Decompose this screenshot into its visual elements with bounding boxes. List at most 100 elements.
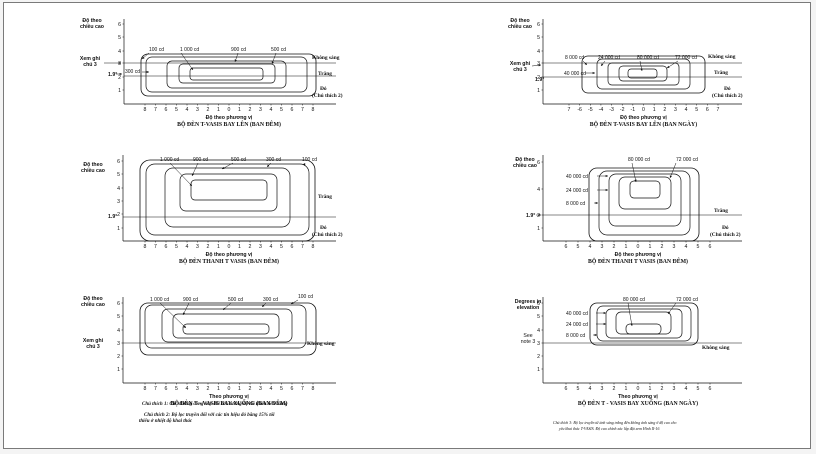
arrowhead bbox=[584, 62, 587, 65]
note-3-ref: See bbox=[523, 333, 532, 339]
y-tick-label: 2 bbox=[537, 213, 540, 219]
x-tick-label: 8 bbox=[144, 107, 147, 113]
x-tick-label: -5 bbox=[588, 107, 593, 113]
x-tick-label: 0 bbox=[642, 107, 645, 113]
x-tick-label: 6 bbox=[291, 386, 294, 392]
x-tick-label: 3 bbox=[259, 107, 262, 113]
y-tick-label: 1 bbox=[117, 226, 120, 232]
y-axis-title: Độ theo bbox=[82, 18, 101, 24]
x-tick-label: 1 bbox=[238, 107, 241, 113]
isocandela-contour bbox=[627, 68, 658, 79]
arrowhead bbox=[668, 311, 671, 314]
zone-label-note-2: (Chú thích 2) bbox=[712, 92, 743, 99]
x-tick-label: 0 bbox=[637, 244, 640, 250]
isocandela-contour bbox=[164, 167, 291, 228]
arrowhead bbox=[634, 179, 637, 182]
intensity-label: 900 cd bbox=[193, 157, 208, 163]
zone-label-white: Trắng bbox=[318, 70, 332, 77]
x-tick-label: 2 bbox=[661, 244, 664, 250]
isocandela-contour bbox=[615, 311, 672, 335]
x-tick-label: 3 bbox=[196, 386, 199, 392]
isocandela-contour bbox=[178, 63, 276, 84]
x-axis-title: Độ theo phương vị bbox=[206, 252, 253, 258]
note-3: Chú thích 3: Bộ lọc truyền từ ánh sáng t… bbox=[553, 420, 676, 425]
x-tick-label: 5 bbox=[280, 386, 283, 392]
y-tick-label: 4 bbox=[537, 328, 540, 334]
x-tick-label: 4 bbox=[186, 386, 189, 392]
x-tick-label: 1 bbox=[217, 244, 220, 250]
x-tick-label: 1 bbox=[238, 386, 241, 392]
arrowhead bbox=[605, 174, 608, 178]
x-tick-label: 2 bbox=[249, 107, 252, 113]
intensity-label: 72 000 cd bbox=[676, 297, 698, 303]
x-tick-label: 7 bbox=[301, 244, 304, 250]
intensity-label: 8 000 cd bbox=[566, 201, 585, 207]
zone-label-note-2: (Chú thích 2) bbox=[710, 231, 741, 238]
note-3-ref: chú 3 bbox=[513, 67, 527, 73]
arrowhead bbox=[603, 311, 606, 315]
x-tick-label: 7 bbox=[301, 107, 304, 113]
x-axis-title: Độ theo phương vị bbox=[620, 115, 667, 121]
isocandela-contour bbox=[581, 55, 706, 94]
isocandela-contour bbox=[139, 159, 316, 242]
x-tick-label: 2 bbox=[207, 386, 210, 392]
x-tick-label: 6 bbox=[165, 244, 168, 250]
intensity-label: 100 cd bbox=[298, 294, 313, 300]
x-tick-label: 5 bbox=[697, 244, 700, 250]
x-axis-title: Độ theo phương vị bbox=[206, 115, 253, 121]
y-axis-title: chiều cao bbox=[81, 302, 105, 308]
zone-label-red: Đỏ bbox=[722, 225, 729, 231]
isocandela-contour bbox=[629, 180, 661, 199]
y-tick-label: 2 bbox=[117, 212, 120, 218]
zone-label-note-2: (Chú thích 2) bbox=[312, 92, 343, 99]
diagram-title: BỘ ĐÈN T - VASIS BAY XUỐNG (BAN NGÀY) bbox=[578, 399, 698, 407]
y-tick-label: 6 bbox=[117, 159, 120, 165]
arrowhead bbox=[189, 183, 192, 186]
isocandela-contour bbox=[189, 67, 264, 81]
isocandela-contour bbox=[625, 323, 662, 335]
arrowhead bbox=[142, 56, 145, 59]
x-tick-label: 5 bbox=[577, 386, 580, 392]
intensity-label: 300 cd bbox=[125, 69, 140, 75]
isocandela-contour bbox=[618, 65, 668, 82]
x-tick-label: 5 bbox=[695, 107, 698, 113]
diagram-title: BỘ ĐÈN T - VASIS BAY XUỐNG (BAN ĐÊM) bbox=[171, 399, 288, 407]
isocandela-contour bbox=[596, 305, 692, 342]
x-tick-label: 3 bbox=[196, 107, 199, 113]
leader-line bbox=[669, 162, 677, 179]
x-tick-label: 4 bbox=[270, 244, 273, 250]
x-tick-label: 3 bbox=[673, 244, 676, 250]
arrowhead bbox=[630, 323, 633, 326]
x-tick-label: 6 bbox=[165, 386, 168, 392]
arrowhead bbox=[538, 213, 541, 217]
y-tick-label: 4 bbox=[118, 49, 121, 55]
arrowhead bbox=[669, 175, 672, 178]
isocandela-contour bbox=[608, 173, 682, 227]
isocandela-contour bbox=[172, 313, 280, 339]
diagram-title: BỘ ĐÈN THANH T VASIS (BAN ĐÊM) bbox=[588, 257, 688, 265]
x-tick-label: 1 bbox=[625, 386, 628, 392]
note-3-cont: yêu khai thác T-VASIS. Độ cao chính xác … bbox=[558, 427, 659, 431]
intensity-label: 24 000 cd bbox=[566, 322, 588, 328]
x-tick-label: 0 bbox=[228, 107, 231, 113]
x-tick-label: 1 bbox=[217, 386, 220, 392]
x-tick-label: 2 bbox=[661, 386, 664, 392]
x-tick-label: 2 bbox=[613, 386, 616, 392]
isocandela-contour bbox=[589, 302, 699, 346]
intensity-label: 1 000 cd bbox=[150, 297, 169, 303]
x-tick-label: 8 bbox=[144, 386, 147, 392]
x-tick-label: 3 bbox=[259, 244, 262, 250]
y-tick-label: 6 bbox=[537, 22, 540, 28]
arrowhead bbox=[262, 304, 265, 307]
x-tick-label: 4 bbox=[589, 244, 592, 250]
y-axis-title: Độ theo bbox=[83, 296, 102, 302]
x-tick-label: -4 bbox=[599, 107, 604, 113]
y-tick-label: 3 bbox=[537, 61, 540, 67]
x-tick-label: 8 bbox=[144, 244, 147, 250]
arrowhead bbox=[538, 64, 541, 67]
y-tick-label: 2 bbox=[537, 354, 540, 360]
